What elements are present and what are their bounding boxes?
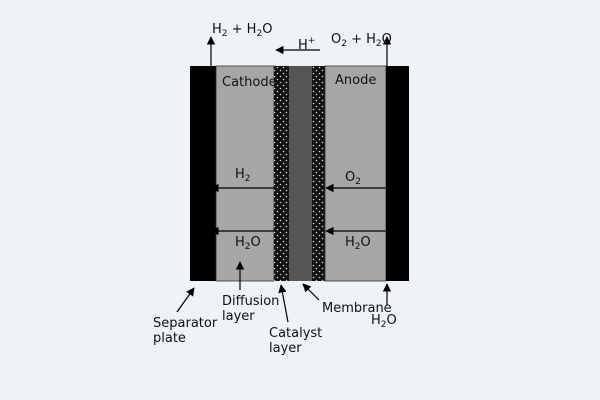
label-h2-h2o-top: H2 + H2O	[212, 22, 273, 39]
label-catalyst-layer: Catalyst layer	[269, 326, 323, 356]
label-diffusion-layer: Diffusion layer	[222, 294, 280, 324]
catalyst-layer-left	[274, 66, 289, 281]
label-h2o-bottom: H2O	[371, 313, 397, 330]
label-membrane: Membrane	[322, 301, 392, 316]
label-h2: H2	[235, 167, 251, 184]
label-h2o-right: H2O	[345, 235, 371, 252]
label-o2: O2	[345, 170, 361, 187]
callout-arrow-separator	[176, 287, 195, 313]
label-o2-h2o-top: O2 + H2O	[331, 32, 392, 49]
label-h2o-left: H2O	[235, 235, 261, 252]
label-cathode: Cathode	[222, 75, 277, 90]
membrane	[289, 66, 312, 281]
label-separator-plate: Separator plate	[153, 316, 218, 346]
diffusion-layer-right	[324, 65, 387, 282]
callout-arrow-membrane	[302, 283, 320, 301]
label-anode: Anode	[335, 73, 377, 88]
diffusion-layer-left	[215, 65, 275, 282]
catalyst-layer-right	[312, 66, 325, 281]
separator-plate-right	[386, 66, 409, 281]
label-h-plus: H+	[298, 36, 316, 53]
separator-plate-left	[190, 66, 216, 281]
callout-arrow-catalyst	[278, 284, 289, 323]
